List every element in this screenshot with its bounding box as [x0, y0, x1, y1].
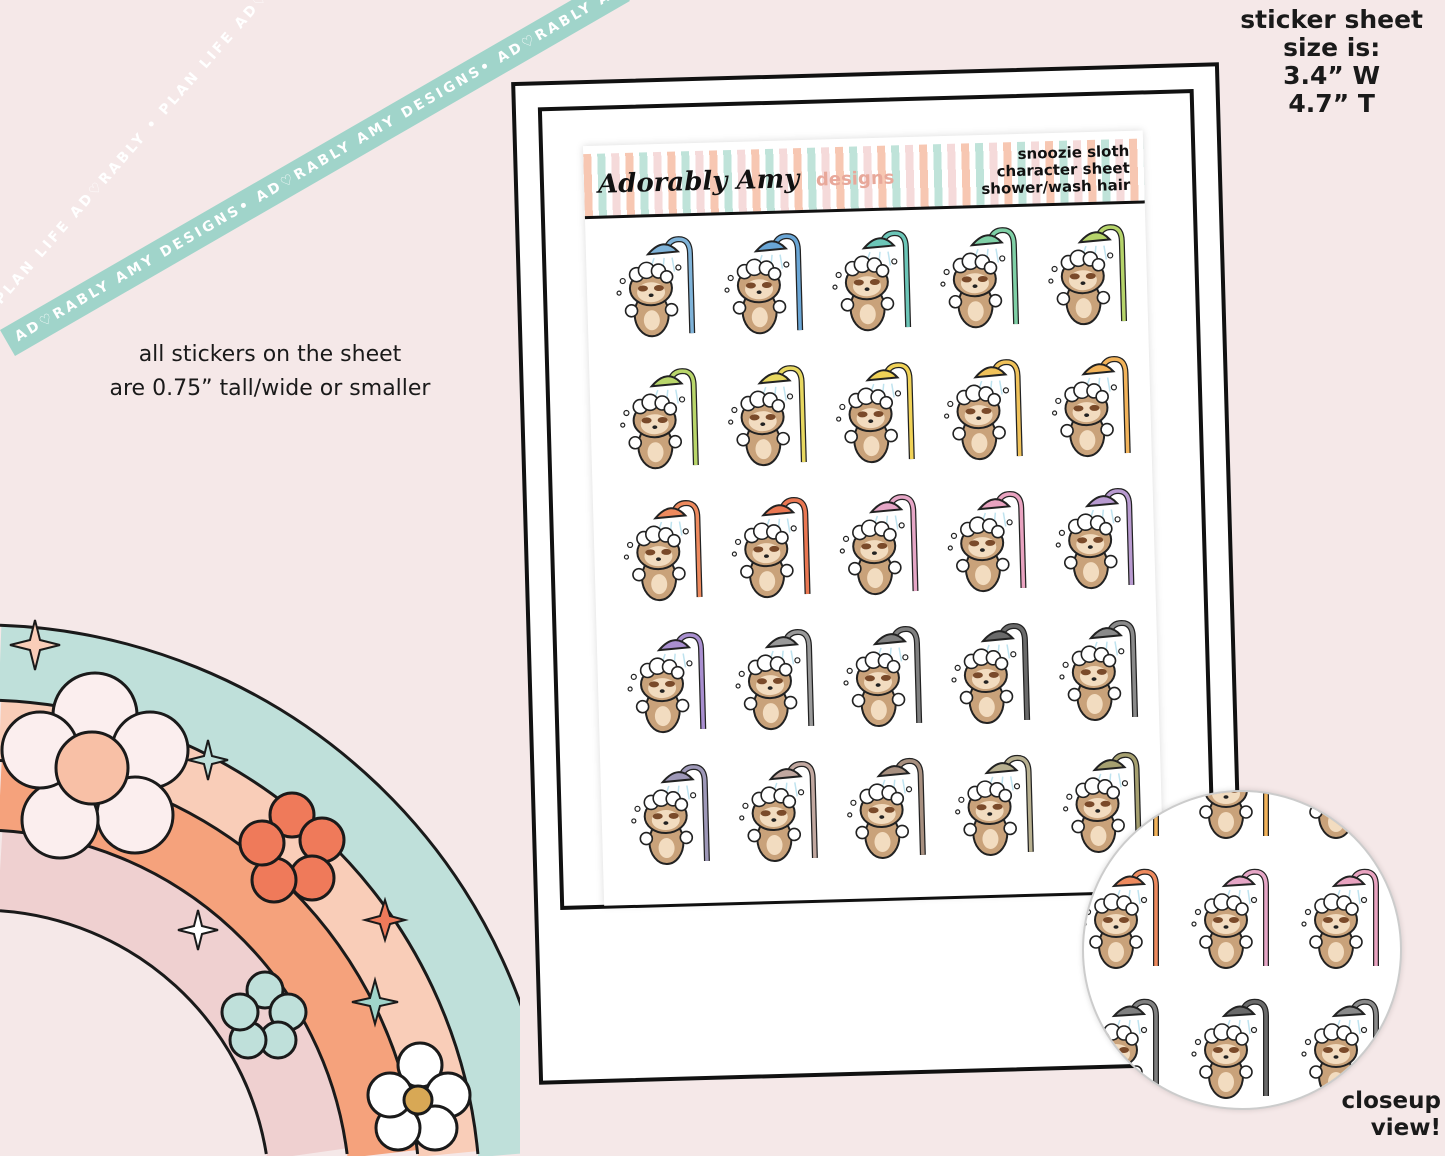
- sloth-shower-sticker: [946, 747, 1058, 882]
- sloth-shower-sticker: [730, 753, 842, 888]
- sloth-shower-sticker: [827, 354, 939, 489]
- closeup-caption: closeup view!: [1342, 1088, 1441, 1142]
- sloth-shower-sticker: [1039, 216, 1151, 351]
- sloth-shower-sticker: [834, 618, 946, 753]
- sheet-header: Adorably Amy designs snoozie sloth chara…: [583, 138, 1145, 220]
- sloth-shower-sticker: [622, 756, 734, 891]
- sticker-grid: [607, 216, 1165, 891]
- sloth-shower-icon: [622, 756, 725, 879]
- sloth-shower-sticker: [615, 492, 727, 627]
- sloth-shower-sticker: [1082, 790, 1184, 862]
- sloth-shower-icon: [1184, 992, 1284, 1110]
- sloth-shower-icon: [831, 487, 934, 610]
- sloth-shower-icon: [730, 753, 833, 876]
- sloth-shower-sticker: [607, 228, 719, 363]
- sloth-shower-icon: [942, 615, 1045, 738]
- sticker-sheet: Adorably Amy designs snoozie sloth chara…: [582, 130, 1165, 906]
- sheet-border: Adorably Amy designs snoozie sloth chara…: [537, 89, 1217, 911]
- sloth-shower-icon: [931, 220, 1034, 343]
- sloth-shower-sticker: [719, 357, 831, 492]
- sloth-shower-icon: [607, 229, 710, 352]
- size-line: sticker sheet: [1240, 5, 1423, 34]
- sparkle-icon: [9, 619, 409, 1028]
- smiley-flower-icon: [0, 671, 190, 860]
- sloth-shower-sticker: [723, 489, 835, 624]
- sloth-shower-icon: [723, 490, 826, 613]
- sheet-title: snoozie sloth character sheet shower/was…: [980, 142, 1131, 198]
- sloth-shower-icon: [823, 223, 926, 346]
- caption-line: closeup: [1341, 1088, 1441, 1114]
- sloth-shower-icon: [827, 355, 930, 478]
- sloth-shower-icon: [715, 226, 818, 349]
- sloth-shower-sticker: [1082, 992, 1184, 1110]
- sloth-shower-icon: [838, 750, 941, 873]
- size-width: 3.4” W: [1283, 61, 1381, 90]
- sloth-shower-icon: [1184, 862, 1284, 982]
- ribbon-text: PLAN LIFE AD♡RABLY • PLAN LIFE AD♡RABLY …: [0, 0, 479, 308]
- sloth-shower-sticker: [715, 225, 827, 360]
- plan-life-adorably-ribbon: PLAN LIFE AD♡RABLY • PLAN LIFE AD♡RABLY …: [0, 0, 479, 320]
- sloth-shower-icon: [615, 493, 718, 616]
- sloth-shower-sticker: [1184, 992, 1294, 1110]
- sloth-shower-sticker: [611, 360, 723, 495]
- sloth-shower-sticker: [838, 750, 950, 885]
- sloth-shower-icon: [618, 625, 721, 748]
- sheet-size-info: sticker sheet size is: 3.4” W 4.7” T: [1240, 6, 1423, 118]
- rainbow-illustration: [0, 619, 520, 1156]
- closeup-view: [1082, 790, 1402, 1110]
- sloth-shower-sticker: [1043, 348, 1155, 483]
- sloth-shower-icon: [935, 352, 1038, 475]
- sloth-shower-sticker: [931, 219, 1043, 354]
- sloth-shower-icon: [1050, 612, 1153, 735]
- closeup-grid: [1082, 790, 1402, 1110]
- sloth-shower-sticker: [831, 486, 943, 621]
- size-height: 4.7” T: [1288, 89, 1375, 118]
- size-line: size is:: [1283, 33, 1381, 62]
- note-line: are 0.75” tall/wide or smaller: [109, 376, 431, 401]
- sloth-shower-icon: [1294, 862, 1394, 982]
- brand-suffix: designs: [815, 167, 895, 191]
- title-line: shower/wash hair: [981, 175, 1131, 198]
- sloth-shower-icon: [611, 361, 714, 484]
- sloth-shower-sticker: [939, 483, 1051, 618]
- rainbow-band-pink: [0, 830, 347, 1156]
- sloth-shower-icon: [946, 747, 1049, 870]
- sloth-shower-icon: [1294, 790, 1394, 852]
- sloth-shower-sticker: [1082, 862, 1184, 992]
- sloth-shower-sticker: [1294, 790, 1402, 862]
- sloth-shower-sticker: [1294, 862, 1402, 992]
- sloth-shower-icon: [1039, 217, 1142, 340]
- sloth-shower-sticker: [1047, 480, 1159, 615]
- sloth-shower-icon: [1184, 790, 1284, 852]
- sloth-shower-icon: [1043, 349, 1146, 472]
- daisy-icon: [366, 1041, 472, 1152]
- sloth-shower-sticker: [1184, 862, 1294, 992]
- sloth-shower-sticker: [726, 621, 838, 756]
- rainbow-outline: [0, 623, 520, 1007]
- sloth-shower-sticker: [942, 615, 1054, 750]
- sticker-size-note: all stickers on the sheet are 0.75” tall…: [95, 338, 445, 406]
- sloth-shower-icon: [834, 618, 937, 741]
- sloth-shower-sticker: [1184, 790, 1294, 862]
- note-line: all stickers on the sheet: [138, 342, 402, 367]
- teal-flower-icon: [220, 970, 308, 1060]
- rainbow-outline: [0, 909, 268, 1155]
- sloth-shower-icon: [1082, 862, 1174, 982]
- sloth-shower-icon: [726, 621, 829, 744]
- sloth-shower-sticker: [618, 624, 730, 759]
- sloth-shower-icon: [1047, 480, 1150, 603]
- sloth-shower-icon: [1082, 992, 1174, 1110]
- sloth-shower-icon: [939, 484, 1042, 607]
- caption-line: view!: [1370, 1115, 1441, 1141]
- sloth-shower-sticker: [935, 351, 1047, 486]
- sloth-shower-icon: [719, 358, 822, 481]
- sloth-shower-icon: [1082, 790, 1174, 852]
- brand-logo: Adorably Amy: [597, 164, 800, 200]
- orange-flower-icon: [238, 791, 346, 904]
- sloth-shower-sticker: [823, 222, 935, 357]
- sloth-shower-sticker: [1050, 612, 1162, 747]
